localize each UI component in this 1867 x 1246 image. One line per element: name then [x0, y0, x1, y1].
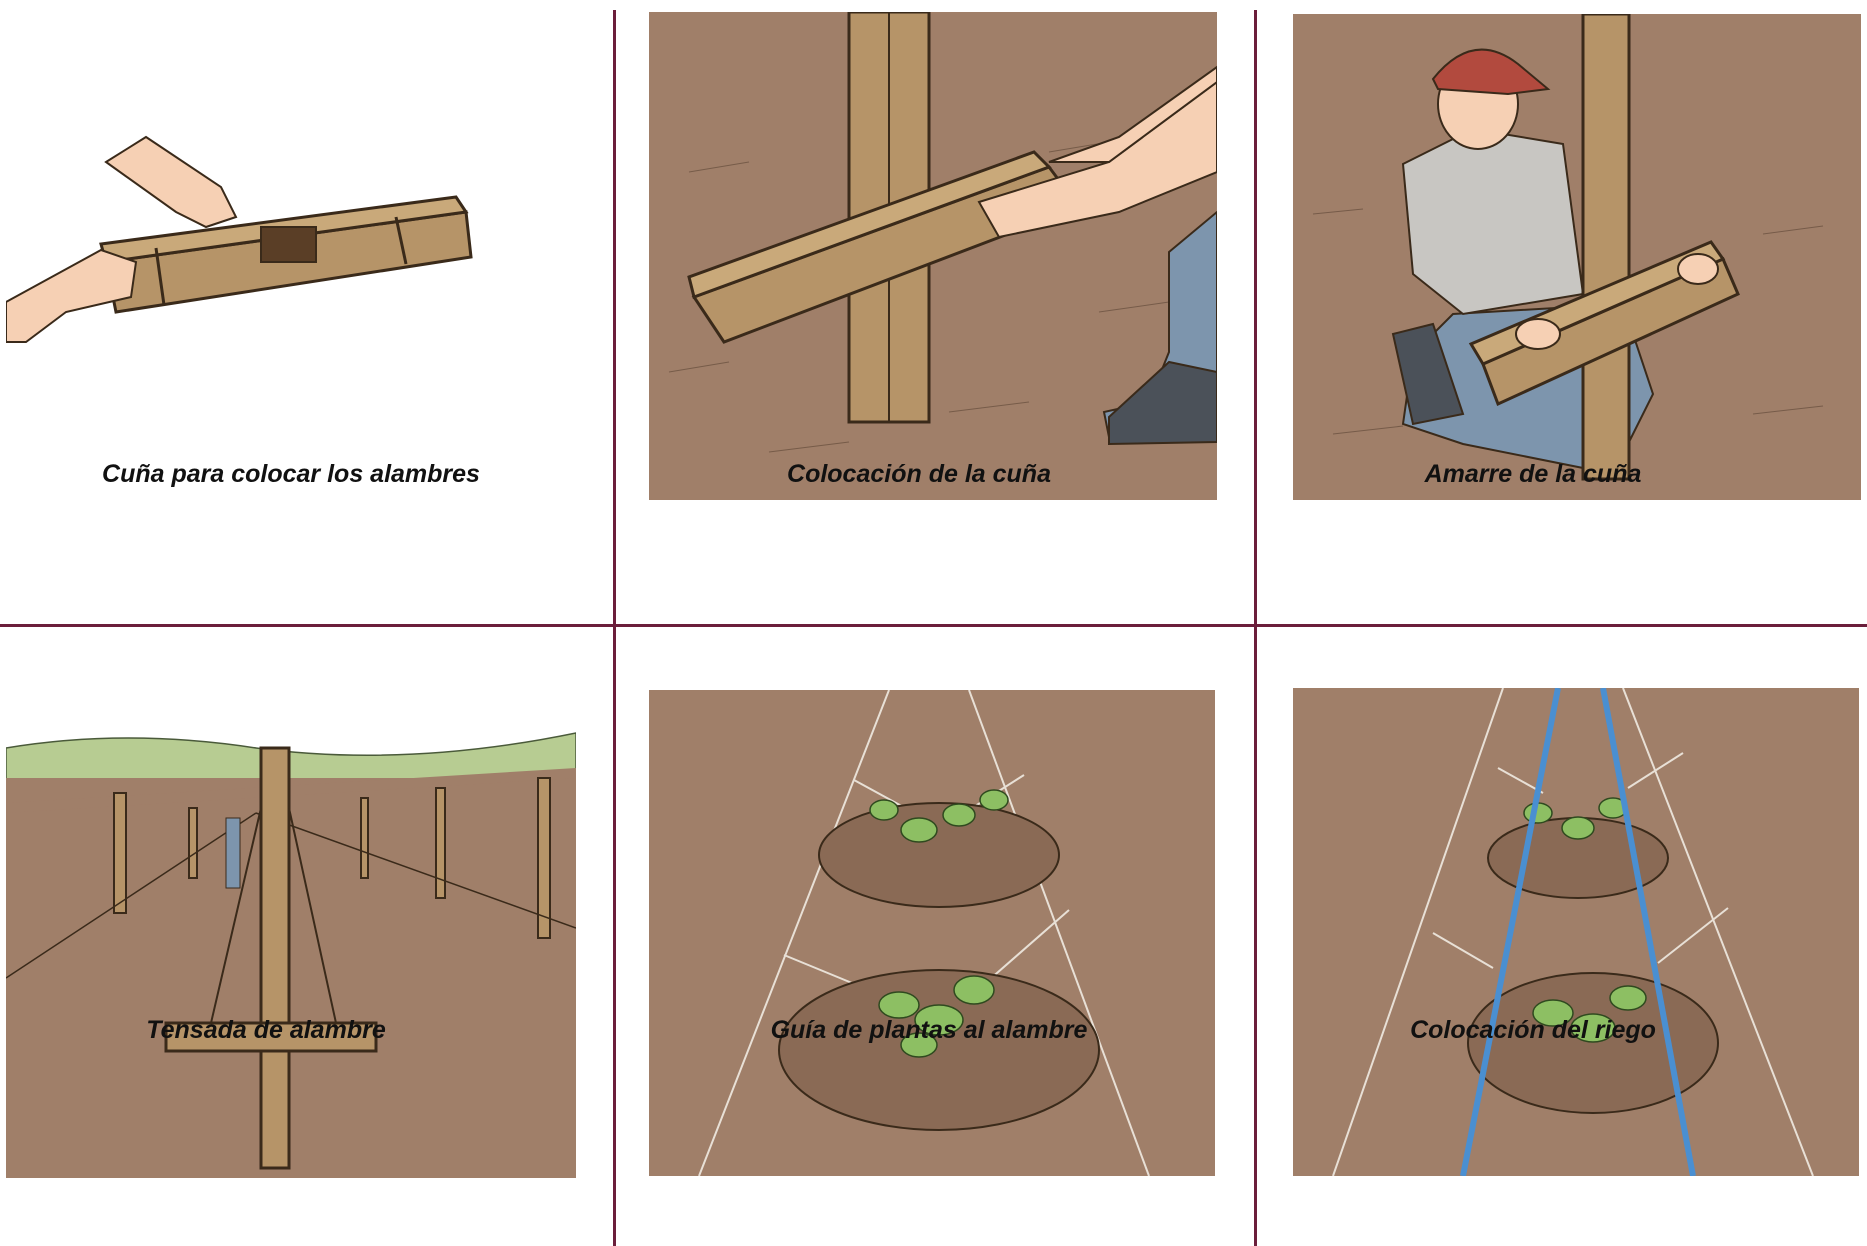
wedge-drawing — [6, 135, 473, 343]
illustration-wedge — [6, 12, 576, 502]
illustration-tying — [1293, 14, 1861, 500]
illustration-irrigation — [1293, 688, 1859, 1176]
tying-drawing — [1312, 14, 1824, 481]
irrigation-drawing — [1332, 688, 1814, 1176]
illustration-placement — [649, 12, 1217, 500]
tensioning-drawing — [6, 732, 576, 1178]
row-divider — [0, 624, 1867, 627]
column-divider-1 — [613, 10, 616, 1246]
illustration-guiding — [649, 690, 1215, 1176]
caption-irrigation: Colocación del riego — [1410, 1016, 1656, 1044]
illustration-tensioning — [6, 628, 576, 1178]
caption-tying: Amarre de la cuña — [1424, 460, 1642, 488]
caption-wedge: Cuña para colocar los alambres — [102, 460, 480, 488]
caption-tensioning: Tensada de alambre — [146, 1016, 386, 1044]
caption-guiding: Guía de plantas al alambre — [770, 1016, 1088, 1044]
guiding-drawing — [698, 690, 1150, 1176]
column-divider-2 — [1254, 10, 1257, 1246]
placement-drawing — [668, 12, 1217, 453]
caption-placement: Colocación de la cuña — [787, 460, 1051, 488]
